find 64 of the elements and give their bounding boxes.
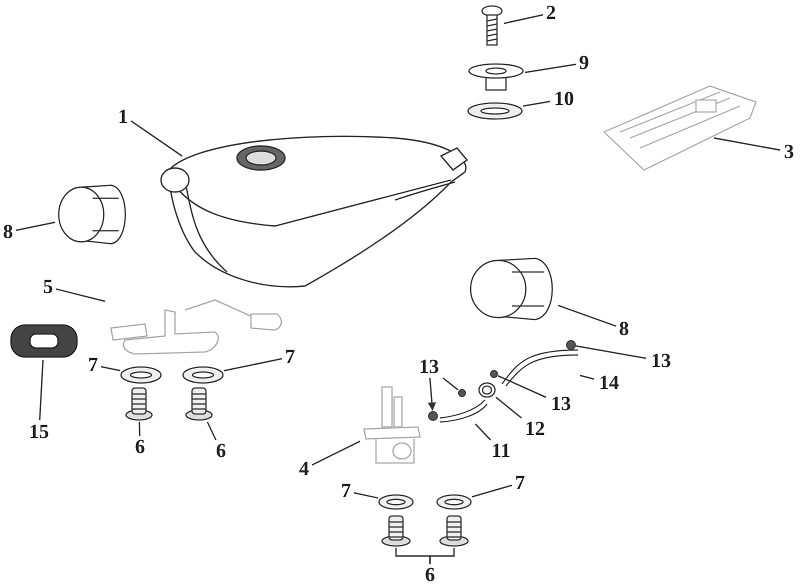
washer-drawing bbox=[436, 494, 472, 510]
leader-line bbox=[522, 100, 550, 107]
washer-drawing bbox=[120, 366, 162, 384]
leader-line bbox=[16, 222, 56, 231]
leader-line bbox=[224, 358, 282, 372]
callout-number: 13 bbox=[651, 351, 671, 371]
leader-line bbox=[474, 424, 492, 440]
callout-number: 12 bbox=[525, 419, 545, 439]
leader-line bbox=[496, 396, 522, 419]
callout-number: 6 bbox=[135, 437, 145, 457]
callout-number: 7 bbox=[88, 355, 98, 375]
leader-line bbox=[312, 440, 360, 466]
leader-line bbox=[354, 492, 378, 499]
callout-number: 9 bbox=[579, 53, 589, 73]
callout-number: 7 bbox=[285, 347, 295, 367]
washer-drawing bbox=[467, 102, 523, 120]
bolt-drawing bbox=[438, 514, 470, 548]
callout-number: 5 bbox=[43, 277, 53, 297]
leader-line bbox=[56, 288, 106, 302]
leader-line bbox=[714, 137, 780, 151]
leader-line bbox=[429, 548, 455, 564]
callout-number: 11 bbox=[492, 441, 510, 461]
callout-number: 1 bbox=[118, 107, 128, 127]
callout-number: 8 bbox=[3, 222, 13, 242]
leader-line bbox=[100, 366, 120, 372]
callout-number: 7 bbox=[341, 481, 351, 501]
callout-number: 10 bbox=[554, 89, 574, 109]
callout-number: 4 bbox=[299, 459, 309, 479]
washer-drawing bbox=[378, 494, 414, 510]
leader-line bbox=[504, 14, 544, 24]
leader-line bbox=[472, 484, 512, 498]
callout-number: 13 bbox=[551, 394, 571, 414]
leader-line bbox=[130, 120, 182, 157]
callout-number: 2 bbox=[546, 3, 556, 23]
leader-line bbox=[498, 375, 546, 398]
leader-line bbox=[524, 64, 576, 74]
leader-line bbox=[442, 377, 458, 390]
washer-drawing bbox=[182, 366, 224, 384]
callout-number: 7 bbox=[515, 473, 525, 493]
leader-line bbox=[576, 345, 646, 359]
callout-number: 6 bbox=[425, 565, 435, 585]
callout-number: 6 bbox=[216, 441, 226, 461]
leader-line bbox=[138, 422, 140, 436]
bolt-drawing bbox=[380, 514, 412, 548]
callout-number: 15 bbox=[29, 422, 49, 442]
leader-line bbox=[558, 304, 616, 327]
bolt-drawing bbox=[124, 386, 154, 422]
hose-clip-drawing bbox=[428, 410, 438, 422]
hose-clip-drawing bbox=[566, 338, 576, 352]
hose-clip-drawing bbox=[490, 370, 498, 378]
leader-line bbox=[39, 360, 44, 420]
hose-clip-drawing bbox=[458, 389, 466, 397]
leader-line bbox=[206, 422, 217, 440]
callout-number: 13 bbox=[419, 357, 439, 377]
bolt-drawing bbox=[184, 386, 214, 422]
leader-line bbox=[580, 374, 594, 380]
fuel-hose-drawing bbox=[438, 398, 488, 424]
hose-clamp-drawing bbox=[478, 382, 496, 398]
callout-number: 3 bbox=[784, 142, 794, 162]
callout-number: 14 bbox=[599, 373, 619, 393]
leader-line bbox=[428, 378, 436, 411]
collar-drawing bbox=[467, 62, 525, 92]
bolt-drawing bbox=[480, 5, 504, 47]
callout-number: 8 bbox=[619, 319, 629, 339]
